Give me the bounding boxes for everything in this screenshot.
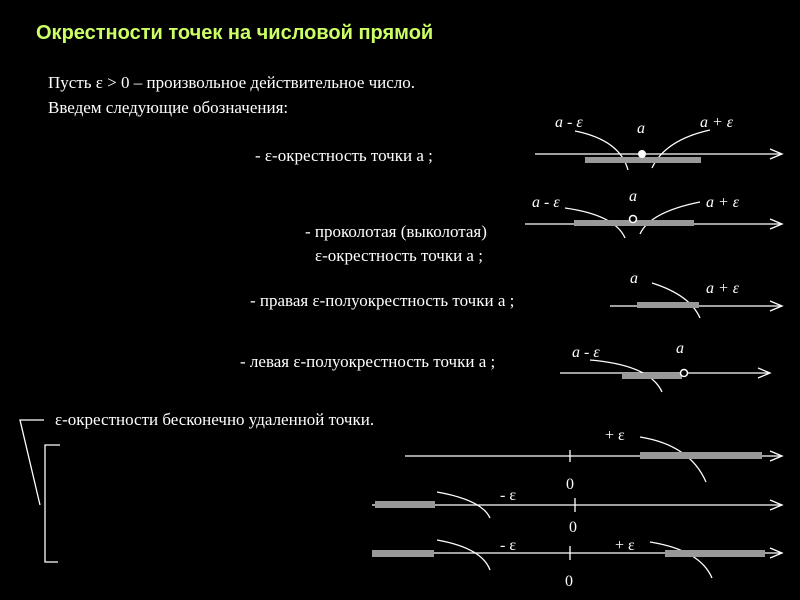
interval-plus-infinity [640,452,762,459]
bracket-infinity-group [19,419,60,563]
interval-bars [372,157,765,557]
number-line-plus-infinity [405,436,784,483]
label-zero-6: 0 [569,519,577,536]
item-infinity-label: ε-окрестности бесконечно удаленной точки… [55,410,375,429]
interval-infinity-right [665,550,765,557]
label-a-plus-eps-3: a + ε [706,280,740,297]
intro-text: Пусть ε > 0 – произвольное действительно… [48,70,415,120]
label-zero-5: 0 [566,476,574,493]
label-a-plus-eps-2: a + ε [706,194,740,211]
item-left-half-label: - левая ε-полуокрестность точки a ; [240,352,496,371]
label-minus-eps-6: - ε [500,487,516,504]
label-a-2: a [629,188,637,205]
item-right-half-label: - правая ε-полуокрестность точки a ; [250,291,515,310]
intro-line-2: Введем следующие обозначения: [48,98,289,117]
number-line-right-half [610,282,784,319]
label-a-1: a [637,120,645,137]
label-plus-eps-7: + ε [615,537,635,554]
slide-title: Окрестности точек на числовой прямой [36,22,434,44]
label-a-plus-eps-1: a + ε [700,114,734,131]
point-a-filled [638,150,646,158]
interval-left-half [622,373,682,379]
interval-infinity-left [372,550,434,557]
number-line-minus-infinity [372,491,784,519]
label-a-minus-eps-1: a - ε [555,114,583,131]
interval-minus-infinity [375,501,435,508]
item-punctured-label-line-1: - проколотая (выколотая) [305,222,487,241]
label-a-minus-eps-2: a - ε [532,194,560,211]
point-a-punctured [628,214,638,224]
intro-line-1: Пусть ε > 0 – произвольное действительно… [48,73,416,92]
point-a-left-half [679,368,689,378]
label-a-3: a [630,270,638,287]
interval-right-half [637,302,699,308]
label-zero-7: 0 [565,573,573,590]
label-a-4: a [676,340,684,357]
number-line-eps-neighborhood [535,129,784,171]
interval-eps-neighborhood [585,157,701,163]
item-punctured-label-line-2: ε-окрестность точки a ; [315,246,483,265]
number-line-infinity [372,539,784,579]
item-eps-neighborhood-label: - ε-окрестность точки a ; [255,146,433,165]
label-plus-eps-5: + ε [605,427,625,444]
label-a-minus-eps-4: a - ε [572,344,600,361]
label-minus-eps-7: - ε [500,537,516,554]
